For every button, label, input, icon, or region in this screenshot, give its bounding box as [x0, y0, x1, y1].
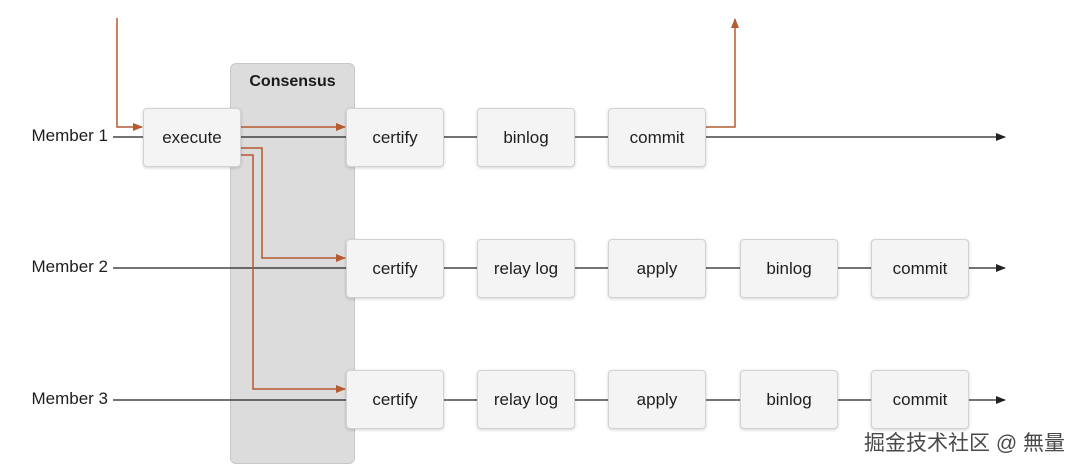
- member-1-label: Member 1: [31, 126, 108, 145]
- member-1-step-commit: commit: [608, 108, 706, 167]
- member-1-step-certify: certify: [346, 108, 444, 167]
- member-2-step-binlog: binlog: [740, 239, 838, 298]
- member-3-step-commit: commit: [871, 370, 969, 429]
- flow-arrow-to-member-2-certify: [241, 147, 346, 262]
- member-3-step-binlog: binlog: [740, 370, 838, 429]
- flow-arrow-to-member-3-certify: [241, 154, 346, 393]
- member-2-step-relay-log: relay log: [477, 239, 575, 298]
- member-1-step-execute: execute: [143, 108, 241, 167]
- member-1-step-binlog: binlog: [477, 108, 575, 167]
- watermark: 掘金技术社区 @ 無量: [864, 432, 1065, 455]
- flow-arrow-entry: [116, 18, 143, 131]
- consensus-region: Consensus: [230, 63, 355, 464]
- member-2-label: Member 2: [31, 257, 108, 276]
- member-2-step-certify: certify: [346, 239, 444, 298]
- member-3-step-apply: apply: [608, 370, 706, 429]
- member-3-step-relay-log: relay log: [477, 370, 575, 429]
- member-3-step-certify: certify: [346, 370, 444, 429]
- member-2-step-apply: apply: [608, 239, 706, 298]
- member-2-step-commit: commit: [871, 239, 969, 298]
- consensus-label: Consensus: [249, 73, 336, 90]
- flow-arrow-exit: [706, 18, 739, 128]
- member-3-label: Member 3: [31, 389, 108, 408]
